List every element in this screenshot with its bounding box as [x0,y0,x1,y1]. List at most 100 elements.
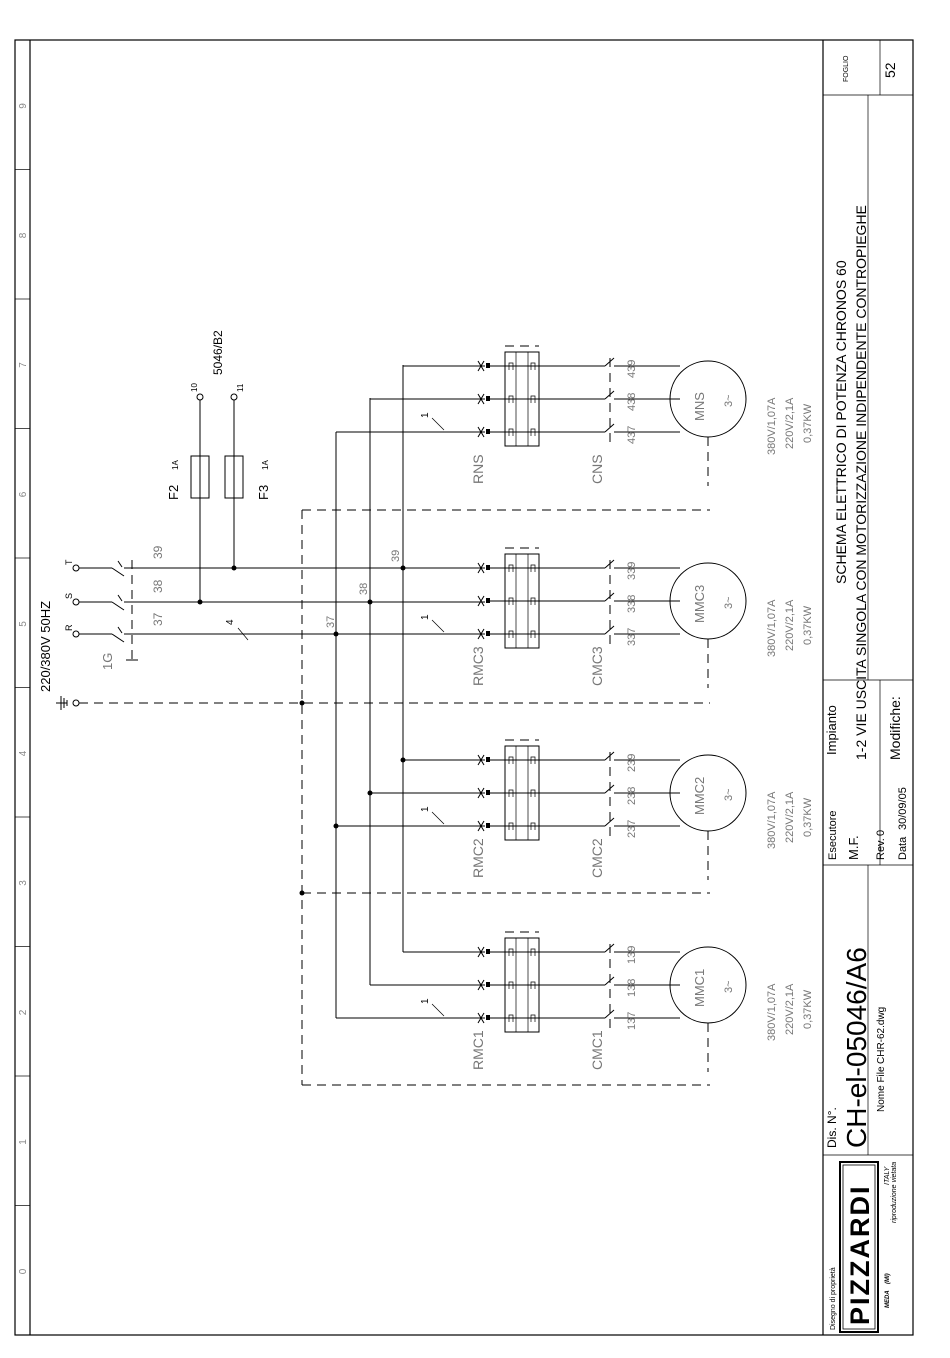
cable-label: 1 [420,998,431,1004]
terminal-439: 439 [626,360,638,378]
grid-number: 3 [18,880,29,886]
auxiliary-fuses: F2 1A F3 1A 10 11 5046/B2 [166,330,271,605]
sheet-frame [14,39,914,1336]
riser-39-label: 39 [390,550,402,562]
motor-rating: 380V/1,07A [766,983,778,1041]
contactor-label: CNS [589,454,605,484]
motor-name: MMC3 [692,585,707,623]
cable-label: 1 [420,614,431,620]
country-label: ITALY [884,1165,891,1185]
title-block: PIZZARDI Disegno di proprietà MEDA (MI) … [822,40,913,1335]
motor-symbol: 3~ [723,394,735,407]
city-label: MEDA [885,1290,891,1308]
terminal-139: 139 [626,946,638,964]
motor-symbol: 3~ [723,788,735,801]
wire-39-label: 39 [151,545,165,559]
reproduction-label: riproduzione vietata [891,1162,898,1223]
motor-symbol: 3~ [723,596,735,609]
title-line-1: SCHEMA ELETTRICO DI POTENZA CHRONOS 60 [833,260,849,584]
executor: M.F. [846,835,861,860]
fuse-f2-name: F2 [166,485,181,500]
motor-rating: 220V/2,1A [784,983,796,1035]
file-name: CHR-62.dwg [876,1007,887,1064]
terminal-138: 138 [626,979,638,997]
grid-number: 8 [18,232,29,238]
fuse-f2 [190,455,210,499]
riser-37-label: 37 [325,616,337,628]
motor-rating: 0,37KW [802,403,814,443]
rev-value: 0 [875,830,887,836]
terminal-438: 438 [626,393,638,411]
phase-t: T [64,559,74,565]
rev-label: Rev. [875,838,887,860]
motor-rating: 0,37KW [802,797,814,837]
plant-label: Impianto [824,705,839,755]
sheet-number: 52 [882,62,898,78]
company-logo [839,1161,879,1333]
grid-ticks [15,169,30,1206]
relay-label: RMC3 [470,646,486,686]
terminal-137: 137 [626,1012,638,1030]
fuse-f3-rating: 1A [261,460,270,470]
motor-rating: 380V/1,07A [766,599,778,657]
motor-rating: 220V/2,1A [784,397,796,449]
main-switch-label: 1G [100,653,115,670]
cable-label: 1 [420,412,431,418]
dis-label: Dis. N°. [825,1107,839,1148]
executor-label: Esecutore [827,810,839,860]
relay-label: RMC1 [470,1030,486,1070]
wire-38-label: 38 [151,579,165,593]
fuse-f3 [224,455,244,499]
motor-rating: 380V/1,07A [766,791,778,849]
motor-rating: 220V/2,1A [784,599,796,651]
supply-cable-label: 4 [225,619,236,625]
sheet-label: FOGLIO [843,55,850,82]
province-label: (MI) [885,1273,891,1284]
relay-label: RNS [470,454,486,484]
phase-r: R [64,624,74,631]
grid-number: 6 [18,491,29,497]
grid-number: 1 [18,1139,29,1145]
contactor-label: CMC3 [589,646,605,686]
earth-conductors [299,509,710,1086]
terminal-437: 437 [626,426,638,444]
terminal-237: 237 [626,820,638,838]
motor-rating: 380V/1,07A [766,397,778,455]
grid-labels: 0 1 2 3 4 5 6 7 8 9 [18,103,29,1275]
grid-number: 5 [18,621,29,627]
motor-rating: 0,37KW [802,605,814,645]
motor-name: MNS [692,392,707,421]
date-value: 30/09/05 [897,787,909,830]
grid-number: 7 [18,362,29,368]
contactor-label: CMC2 [589,838,605,878]
terminal-238: 238 [626,787,638,805]
grid-number: 4 [18,750,29,756]
modifications-label: Modifiche: [887,696,903,760]
terminal-337: 337 [626,628,638,646]
motor-rating: 220V/2,1A [784,791,796,843]
cable-label: 1 [420,806,431,812]
terminal-338: 338 [626,595,638,613]
motor-symbol: 3~ [723,980,735,993]
fuse-f2-terminal: 10 [190,383,199,392]
fuse-f3-name: F3 [256,485,271,500]
grid-number: 9 [18,103,29,109]
title-line-2: 1-2 VIE USCITA SINGOLA CON MOTORIZZAZION… [853,205,869,760]
file-label: Nome File [876,1066,887,1112]
drawing-number: CH-el-05046/A6 [841,947,872,1148]
grid-number: 2 [18,1009,29,1015]
terminal-339: 339 [626,562,638,580]
grid-number: 0 [18,1268,29,1274]
motor-name: MMC2 [692,777,707,815]
contactor-label: CMC1 [589,1030,605,1070]
company-name: PIZZARDI [845,1185,875,1326]
reference-5046-b2: 5046/B2 [211,330,225,375]
motor-rating: 0,37KW [802,989,814,1029]
motor-name: MMC1 [692,969,707,1007]
wire-37-label: 37 [151,612,165,626]
